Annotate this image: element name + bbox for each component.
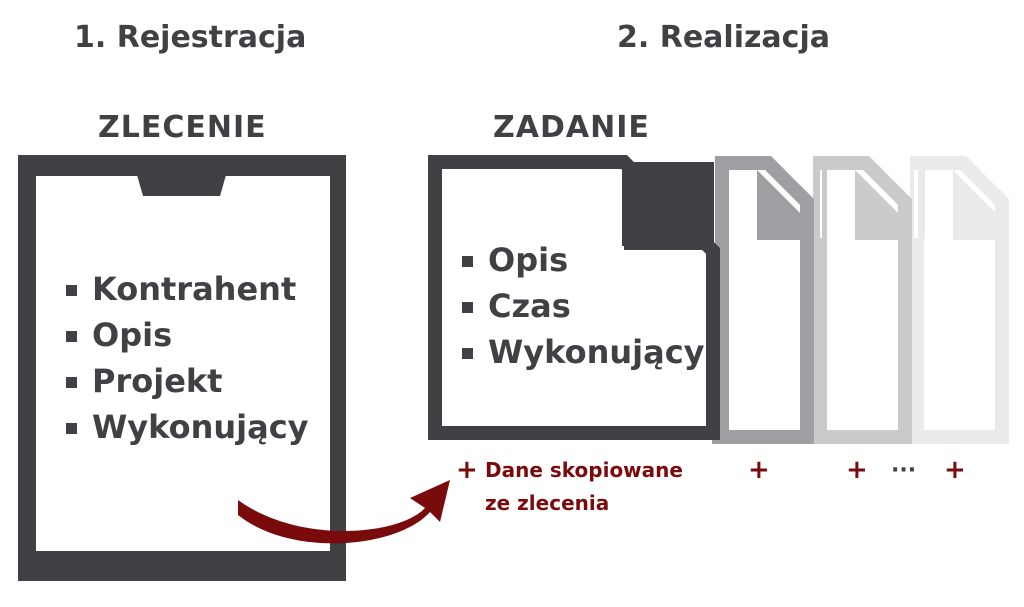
list-item: Opis [462,237,705,283]
list-item: Czas [462,283,705,329]
list-item: Wykonujący [66,404,309,450]
ellipsis-icon: ··· [891,458,917,483]
copied-data-note-line2: ze zlecenia [485,491,610,515]
bullet-icon [462,302,473,313]
zadanie-main-corner-top [624,162,714,250]
zadanie-copy-2-outline [820,156,912,444]
list-item: Wykonujący [462,329,705,375]
bullet-icon [66,377,77,388]
zlecenie-clipboard-clip [137,175,226,196]
bullet-icon [462,256,473,267]
plus-icon: + [846,455,868,485]
copy-arrow-body [238,480,450,544]
zadanie-title: ZADANIE [493,110,650,145]
zadanie-copy-2-triangle [855,170,898,240]
zadanie-copy-1-outline [722,156,814,437]
zlecenie-clipboard-sheet [36,176,330,551]
section-realization-heading: 2. Realizacja [617,20,830,55]
list-item: Opis [66,312,309,358]
zlecenie-title: ZLECENIE [98,110,267,145]
zlecenie-list: Kontrahent Opis Projekt Wykonujący [66,266,309,450]
plus-icon: + [748,455,770,485]
plus-icon: + [944,455,966,485]
bullet-icon [66,423,77,434]
zadanie-copy-3-outline [917,156,1009,444]
plus-icon: + [456,455,478,485]
bullet-icon [66,331,77,342]
copied-data-note-line1: Dane skopiowane [485,458,683,482]
bullet-icon [462,348,473,359]
zadanie-list: Opis Czas Wykonujący [462,237,705,375]
zadanie-copy-1-triangle [757,170,800,240]
list-item: Kontrahent [66,266,309,312]
zadanie-copy-3-triangle [953,170,995,240]
list-item: Projekt [66,358,309,404]
section-registration-heading: 1. Rejestracja [74,20,307,55]
bullet-icon [66,285,77,296]
